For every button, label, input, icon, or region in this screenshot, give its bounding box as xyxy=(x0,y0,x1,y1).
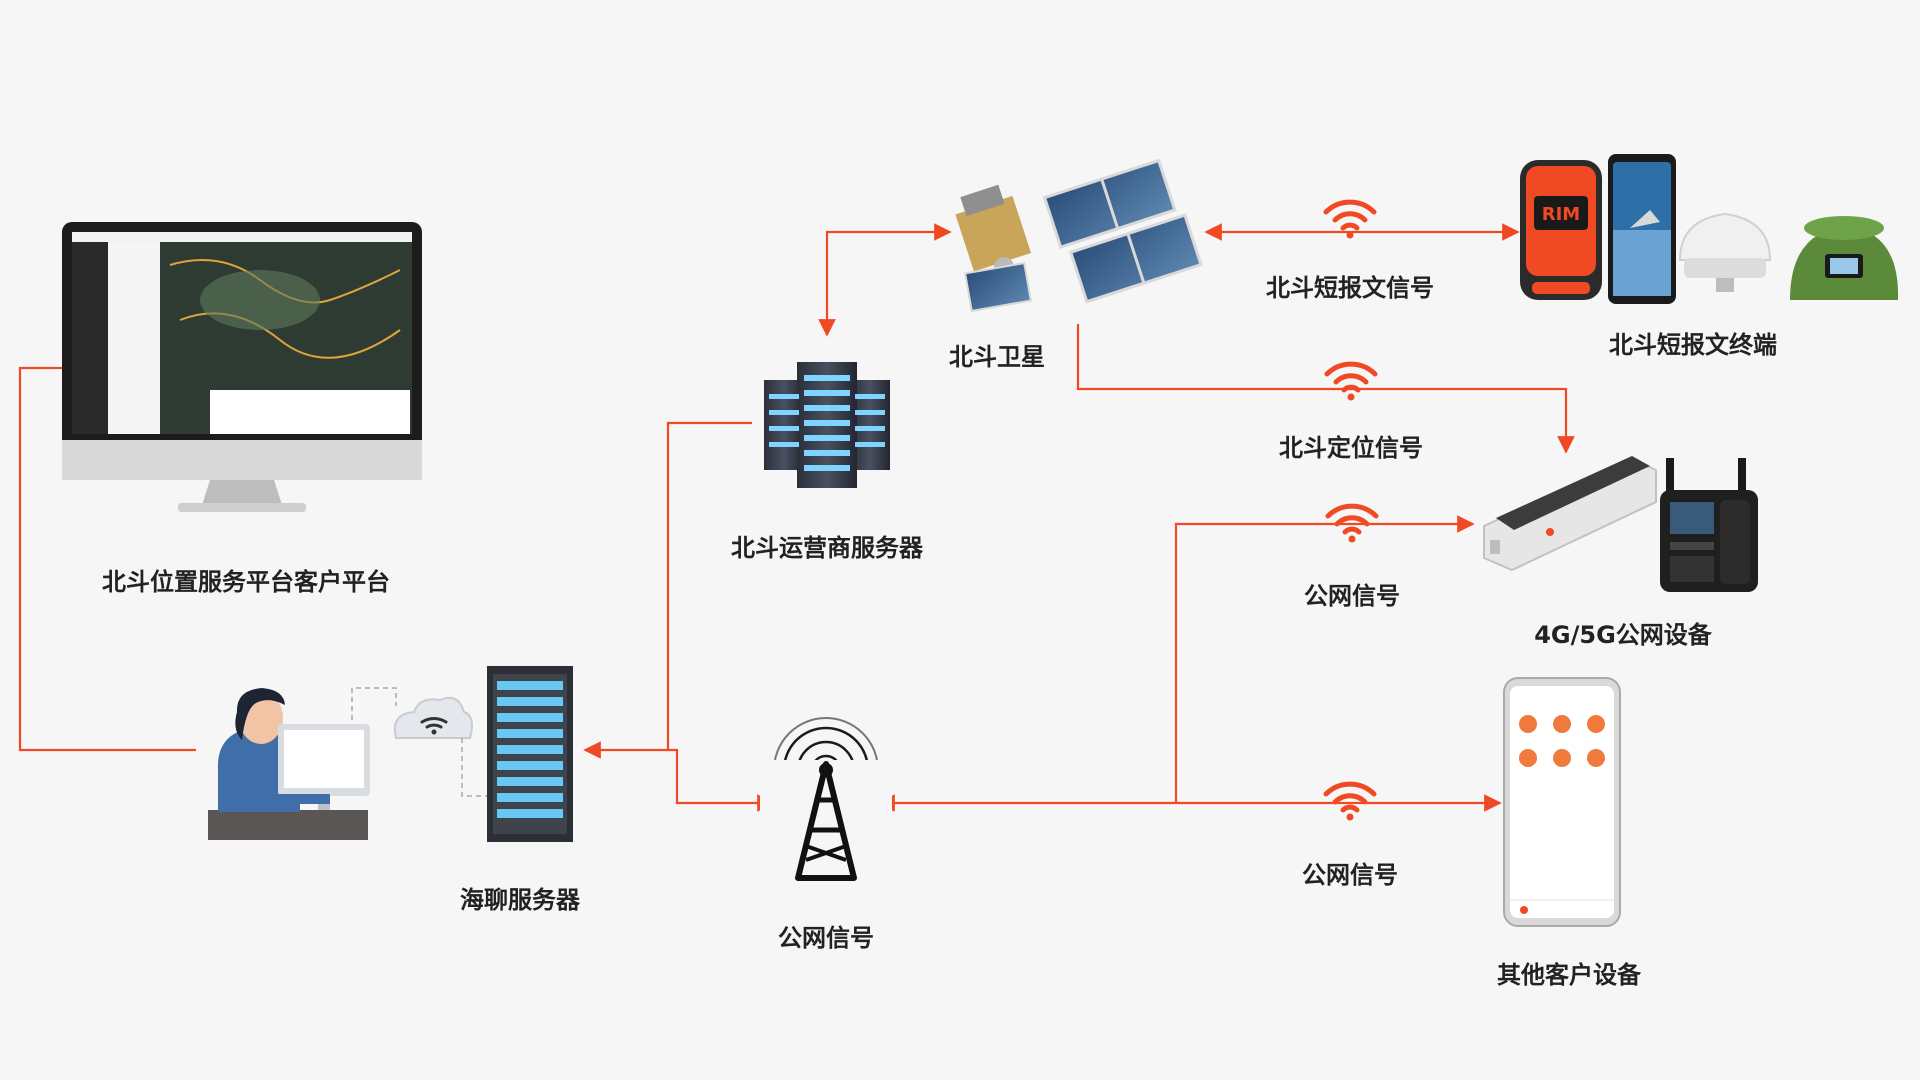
satellite-icon xyxy=(955,158,1203,313)
line-haichat-to-tower xyxy=(668,748,775,812)
devices-4g5g-label: 4G/5G公网设备 xyxy=(1534,621,1712,649)
wifi-signal-icon xyxy=(1323,781,1377,821)
haichat-server-label: 海聊服务器 xyxy=(460,886,580,914)
line-platform-to-user xyxy=(18,366,196,752)
platform-label: 北斗位置服务平台客户平台 xyxy=(102,568,390,596)
public-signal-label: 公网信号 xyxy=(1304,582,1400,610)
line-positioning xyxy=(1076,324,1575,454)
monitor-icon xyxy=(62,222,422,512)
radio-tower-icon xyxy=(760,717,892,920)
tracker-device-icon xyxy=(1790,216,1899,300)
user-at-desk-icon xyxy=(208,688,370,840)
smartphone-icon xyxy=(1503,677,1621,927)
positioning-signal-label: 北斗定位信号 xyxy=(1279,434,1423,462)
sms-signal-label: 北斗短报文信号 xyxy=(1266,274,1434,302)
satellite-label: 北斗卫星 xyxy=(949,343,1045,371)
wifi-signal-icon xyxy=(1325,503,1379,543)
svg-text:RIM: RIM xyxy=(1542,204,1580,225)
wifi-signal-icon xyxy=(1323,199,1377,239)
line-sat-to-operator xyxy=(818,223,952,337)
public-signal-label-2: 公网信号 xyxy=(1302,861,1398,889)
tracker-device-icon xyxy=(1483,456,1657,572)
handheld-terminal-icon: RIM xyxy=(1520,160,1602,300)
operator-server-label: 北斗运营商服务器 xyxy=(731,534,923,562)
line-trunk-up xyxy=(1174,515,1475,803)
sms-terminal-label: 北斗短报文终端 xyxy=(1609,331,1777,359)
other-devices-label: 其他客户设备 xyxy=(1497,961,1641,989)
gnss-antenna-icon xyxy=(1678,212,1772,292)
server-tower-icon xyxy=(487,666,573,842)
smartphone-icon xyxy=(1608,154,1676,304)
line-operator-to-haichat xyxy=(583,421,752,759)
walkie-talkie-icon xyxy=(1660,458,1758,592)
connection-lines xyxy=(18,223,1575,812)
wifi-signal-icon xyxy=(1324,361,1378,401)
server-rack-icon xyxy=(764,362,890,488)
cloud-wifi-icon xyxy=(351,687,490,797)
tower-label: 公网信号 xyxy=(778,924,874,952)
